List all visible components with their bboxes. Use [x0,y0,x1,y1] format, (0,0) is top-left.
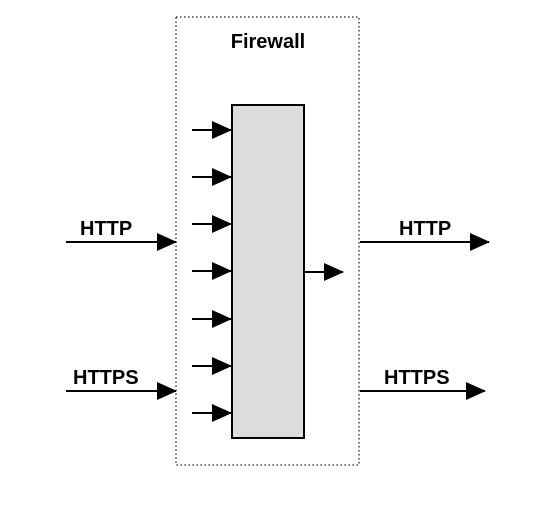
input-label-http: HTTP [80,218,132,240]
processing-block [231,104,305,439]
output-label-https: HTTPS [384,367,450,389]
input-label-https: HTTPS [73,367,139,389]
output-label-http: HTTP [399,218,451,240]
firewall-title: Firewall [231,31,305,53]
internal-input-arrows [192,121,232,422]
